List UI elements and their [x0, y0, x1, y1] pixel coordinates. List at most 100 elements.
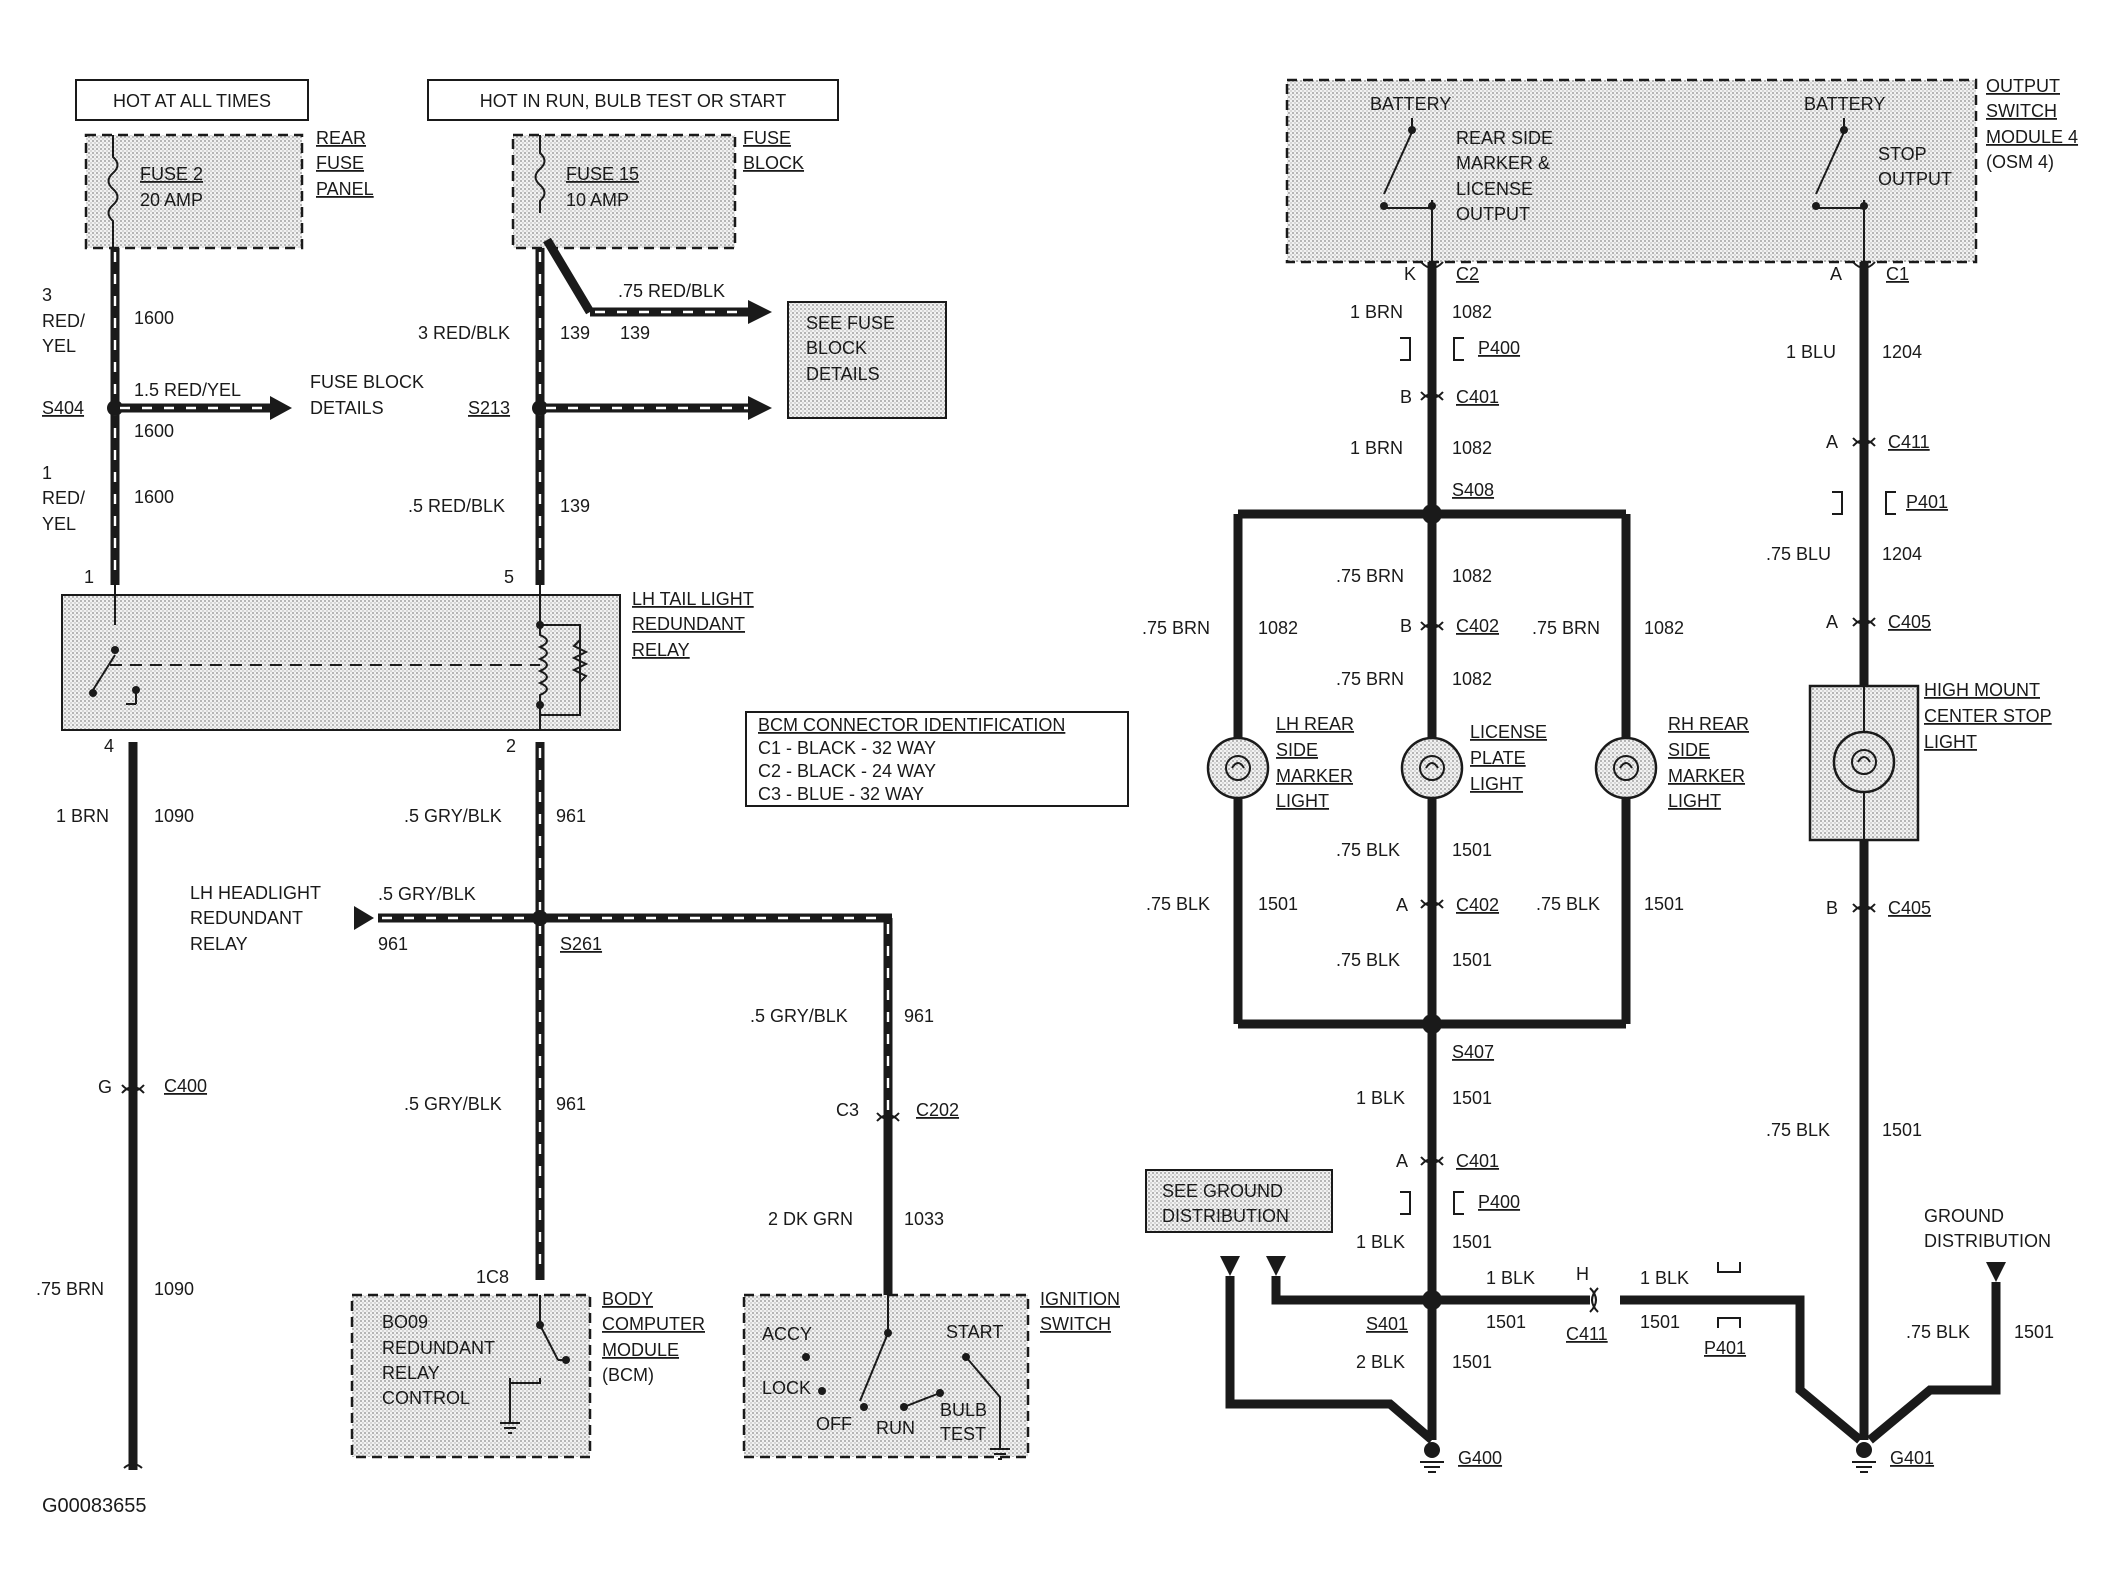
svg-text:ACCY: ACCY: [762, 1324, 812, 1344]
svg-text:PANEL: PANEL: [316, 179, 374, 199]
svg-text:C400: C400: [164, 1076, 207, 1096]
plug-p401-bottom: [1717, 1262, 1741, 1328]
svg-text:1 BLK: 1 BLK: [1356, 1232, 1405, 1252]
svg-text:1C8: 1C8: [476, 1267, 509, 1287]
svg-text:SWITCH: SWITCH: [1986, 101, 2057, 121]
svg-text:STOP: STOP: [1878, 144, 1927, 164]
svg-text:C3 - BLUE - 32 WAY: C3 - BLUE - 32 WAY: [758, 784, 924, 804]
svg-text:2 BLK: 2 BLK: [1356, 1352, 1405, 1372]
svg-text:(OSM 4): (OSM 4): [1986, 152, 2054, 172]
svg-text:1082: 1082: [1644, 618, 1684, 638]
svg-text:.75 BLU: .75 BLU: [1766, 544, 1831, 564]
svg-text:OUTPUT: OUTPUT: [1878, 169, 1952, 189]
ground-wires-g400[interactable]: [1220, 1256, 1863, 1444]
svg-text:A: A: [1826, 612, 1838, 632]
splice-s261[interactable]: [532, 910, 548, 926]
svg-text:S408: S408: [1452, 480, 1494, 500]
svg-text:1082: 1082: [1258, 618, 1298, 638]
svg-text:K: K: [1404, 264, 1416, 284]
wire-1090[interactable]: [121, 742, 145, 1470]
svg-text:20 AMP: 20 AMP: [140, 190, 203, 210]
lh-rear-side-marker-light[interactable]: [1206, 736, 1270, 800]
svg-text:.75 BLK: .75 BLK: [1336, 840, 1400, 860]
svg-text:S401: S401: [1366, 1314, 1408, 1334]
svg-text:CENTER STOP: CENTER STOP: [1924, 706, 2052, 726]
svg-text:LOCK: LOCK: [762, 1378, 811, 1398]
svg-text:.5 RED/BLK: .5 RED/BLK: [408, 496, 505, 516]
svg-text:A: A: [1396, 1151, 1408, 1171]
svg-text:C1: C1: [1886, 264, 1909, 284]
splice-s407[interactable]: [1422, 1014, 1442, 1034]
license-plate-light[interactable]: [1400, 736, 1464, 800]
svg-text:1204: 1204: [1882, 544, 1922, 564]
svg-text:FUSE 2: FUSE 2: [140, 164, 203, 184]
svg-text:139: 139: [560, 323, 590, 343]
svg-text:RED/: RED/: [42, 488, 85, 508]
ground-wire-g401-distribution[interactable]: [1867, 1262, 2006, 1444]
svg-text:961: 961: [556, 1094, 586, 1114]
svg-text:1501: 1501: [1452, 950, 1492, 970]
wire-1204[interactable]: [1852, 261, 1876, 1440]
svg-text:RELAY: RELAY: [382, 1363, 440, 1383]
body-computer-module[interactable]: BO09 REDUNDANT RELAY CONTROL: [350, 1293, 592, 1459]
svg-text:1600: 1600: [134, 421, 174, 441]
fuse-block[interactable]: FUSE 15 10 AMP: [511, 133, 737, 250]
high-mount-center-stop-light[interactable]: [1808, 684, 1920, 842]
wire-961[interactable]: [354, 742, 900, 1295]
svg-text:MARKER &: MARKER &: [1456, 153, 1550, 173]
svg-text:C2 - BLACK - 24 WAY: C2 - BLACK - 24 WAY: [758, 761, 936, 781]
svg-text:DETAILS: DETAILS: [806, 364, 880, 384]
svg-text:SIDE: SIDE: [1276, 740, 1318, 760]
rear-fuse-panel[interactable]: FUSE 2 20 AMP: [84, 133, 304, 250]
svg-text:REDUNDANT: REDUNDANT: [632, 614, 745, 634]
svg-text:1082: 1082: [1452, 566, 1492, 586]
svg-text:A: A: [1826, 432, 1838, 452]
svg-text:5: 5: [504, 567, 514, 587]
ground-g401[interactable]: [1852, 1442, 1876, 1473]
svg-text:COMPUTER: COMPUTER: [602, 1314, 705, 1334]
svg-text:LIGHT: LIGHT: [1668, 791, 1721, 811]
svg-text:DETAILS: DETAILS: [310, 398, 384, 418]
rh-rear-side-marker-light[interactable]: [1594, 736, 1658, 800]
svg-text:C411: C411: [1888, 432, 1930, 452]
see-ground-distribution-box[interactable]: SEE GROUND DISTRIBUTION: [1145, 1169, 1333, 1233]
svg-text:10 AMP: 10 AMP: [566, 190, 629, 210]
svg-text:MARKER: MARKER: [1668, 766, 1745, 786]
svg-text:1: 1: [84, 567, 94, 587]
svg-text:961: 961: [378, 934, 408, 954]
diagram-id: G00083655: [42, 1495, 147, 1517]
svg-text:1 BRN: 1 BRN: [1350, 438, 1403, 458]
svg-text:SEE GROUND: SEE GROUND: [1162, 1181, 1283, 1201]
ground-g400[interactable]: [1420, 1442, 1444, 1473]
wire-1082[interactable]: [1420, 261, 1444, 1440]
fuse-block-label: FUSE: [743, 128, 791, 148]
ignition-switch[interactable]: ACCY LOCK OFF RUN START BULB TEST: [742, 1293, 1030, 1460]
wire-1600-to-fuse-block-details[interactable]: [115, 396, 292, 420]
output-switch-module-4[interactable]: BATTERY BATTERY REAR SIDE MARKER & LICEN…: [1285, 78, 1978, 264]
svg-text:C405: C405: [1888, 612, 1931, 632]
svg-text:C1 - BLACK - 32 WAY: C1 - BLACK - 32 WAY: [758, 738, 936, 758]
svg-text:(BCM): (BCM): [602, 1365, 654, 1385]
see-fuse-block-details-box[interactable]: SEE FUSE BLOCK DETAILS: [787, 301, 947, 419]
svg-text:1: 1: [42, 463, 52, 483]
svg-text:961: 961: [556, 806, 586, 826]
wire-139-to-fuse-details[interactable]: [540, 396, 772, 420]
svg-text:OFF: OFF: [816, 1414, 852, 1434]
ignition-switch-label: IGNITION: [1040, 1289, 1120, 1309]
svg-text:REDUNDANT: REDUNDANT: [190, 908, 303, 928]
svg-text:1082: 1082: [1452, 669, 1492, 689]
svg-text:MODULE: MODULE: [602, 1340, 679, 1360]
svg-text:SIDE: SIDE: [1668, 740, 1710, 760]
svg-text:BULB: BULB: [940, 1400, 987, 1420]
svg-text:G: G: [98, 1077, 112, 1097]
svg-text:HOT IN RUN, BULB TEST OR START: HOT IN RUN, BULB TEST OR START: [480, 91, 786, 111]
fuse-block-details-label: FUSE BLOCK: [310, 372, 424, 392]
svg-text:RH REAR: RH REAR: [1668, 714, 1749, 734]
splice-s401[interactable]: [1422, 1290, 1442, 1310]
svg-text:.75 BLK: .75 BLK: [1906, 1322, 1970, 1342]
svg-text:1600: 1600: [134, 487, 174, 507]
svg-text:C401: C401: [1456, 387, 1499, 407]
svg-text:1501: 1501: [2014, 1322, 2054, 1342]
lh-tail-light-redundant-relay[interactable]: [61, 585, 621, 731]
svg-text:2 DK GRN: 2 DK GRN: [768, 1209, 853, 1229]
